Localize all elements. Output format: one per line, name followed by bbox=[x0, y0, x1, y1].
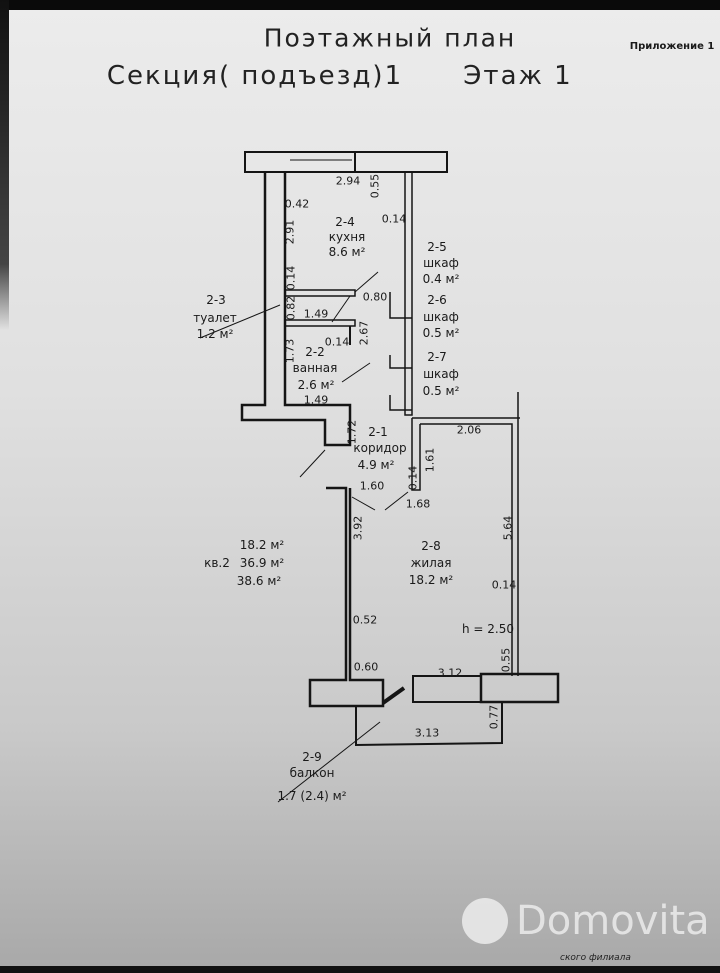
room-2-9-name: балкон bbox=[289, 766, 335, 780]
dimension: 0.14 bbox=[324, 335, 350, 349]
apartment-living-area: 18.2 м² bbox=[239, 538, 285, 552]
room-2-7-area: 0.5 м² bbox=[422, 384, 460, 398]
dimension: 5.64 bbox=[501, 515, 515, 541]
plan-title: Поэтажный план bbox=[263, 23, 517, 53]
room-2-5-id: 2-5 bbox=[427, 240, 447, 254]
apartment-total-with-balcony: 38.6 м² bbox=[236, 574, 282, 588]
dimension: 1.68 bbox=[405, 497, 431, 511]
dimension: 2.94 bbox=[335, 174, 361, 188]
dimension: 3.13 bbox=[414, 726, 440, 740]
dimension: 2.67 bbox=[357, 320, 371, 346]
dimension: 1.61 bbox=[423, 447, 437, 473]
room-2-4-name: кухня bbox=[328, 230, 366, 244]
dimension: 0.42 bbox=[284, 197, 310, 211]
room-2-6-area: 0.5 м² bbox=[422, 326, 460, 340]
room-2-8-area: 18.2 м² bbox=[408, 573, 454, 587]
apartment-total-area: 36.9 м² bbox=[239, 556, 285, 570]
room-2-8-id: 2-8 bbox=[421, 539, 441, 553]
appendix-label: Приложение 1 bbox=[629, 41, 715, 52]
floor-label: Этаж 1 bbox=[463, 61, 573, 91]
dimension: 0.14 bbox=[284, 265, 298, 291]
room-2-3-id: 2-3 bbox=[206, 293, 226, 307]
dimension: 0.82 bbox=[284, 295, 298, 321]
room-2-2-name: ванная bbox=[292, 361, 338, 375]
room-2-4-area: 8.6 м² bbox=[328, 245, 366, 259]
dimension: 3.12 bbox=[437, 666, 463, 680]
photo-left-edge bbox=[0, 0, 9, 330]
dimension: 0.14 bbox=[381, 212, 407, 226]
room-2-8-name: жилая bbox=[410, 556, 452, 570]
room-2-4-id: 2-4 bbox=[335, 215, 355, 229]
dimension: 2.06 bbox=[456, 423, 482, 437]
photo-bottom-edge bbox=[0, 966, 720, 973]
footer-fragment: ского филиала bbox=[560, 953, 631, 963]
logo-circle-icon bbox=[462, 898, 508, 944]
apartment-label: кв.2 bbox=[204, 556, 230, 570]
room-2-2-area: 2.6 м² bbox=[297, 378, 335, 392]
room-2-7-id: 2-7 bbox=[427, 350, 447, 364]
dimension: 0.60 bbox=[353, 660, 379, 674]
room-2-5-area: 0.4 м² bbox=[422, 272, 460, 286]
room-2-1-area: 4.9 м² bbox=[357, 458, 395, 472]
dimension: 0.52 bbox=[352, 613, 378, 627]
room-2-2-id: 2-2 bbox=[305, 345, 325, 359]
dimension: 1.73 bbox=[283, 338, 297, 364]
room-2-3-name: туалет bbox=[193, 311, 237, 325]
room-2-1-id: 2-1 bbox=[368, 425, 388, 439]
dimension: 1.72 bbox=[345, 419, 359, 445]
room-2-7-name: шкаф bbox=[423, 367, 459, 381]
dimension: 2.91 bbox=[283, 219, 297, 245]
watermark-text: Domovita bbox=[516, 898, 710, 944]
room-2-3-area: 1.2 м² bbox=[196, 327, 234, 341]
dimension: 0.55 bbox=[499, 647, 513, 673]
ceiling-height: h = 2.50 bbox=[461, 622, 515, 636]
dimension: 1.60 bbox=[359, 479, 385, 493]
section-label: Секция( подъезд)1 bbox=[106, 61, 404, 91]
domovita-watermark: Domovita bbox=[462, 898, 710, 944]
photo-top-edge bbox=[0, 0, 720, 10]
dimension: 0.55 bbox=[368, 173, 382, 199]
dimension: 0.14 bbox=[406, 465, 420, 491]
dimension: 3.92 bbox=[351, 515, 365, 541]
dimension: 1.49 bbox=[303, 307, 329, 321]
room-2-9-id: 2-9 bbox=[302, 750, 322, 764]
dimension: 0.14 bbox=[491, 578, 517, 592]
room-2-9-area: 1.7 (2.4) м² bbox=[277, 789, 347, 803]
room-2-6-id: 2-6 bbox=[427, 293, 447, 307]
dimension: 1.49 bbox=[303, 393, 329, 407]
room-2-1-name: коридор bbox=[353, 441, 407, 455]
dimension: 0.77 bbox=[487, 704, 501, 730]
room-2-6-name: шкаф bbox=[423, 310, 459, 324]
room-2-5-name: шкаф bbox=[423, 256, 459, 270]
dimension: 0.80 bbox=[362, 290, 388, 304]
